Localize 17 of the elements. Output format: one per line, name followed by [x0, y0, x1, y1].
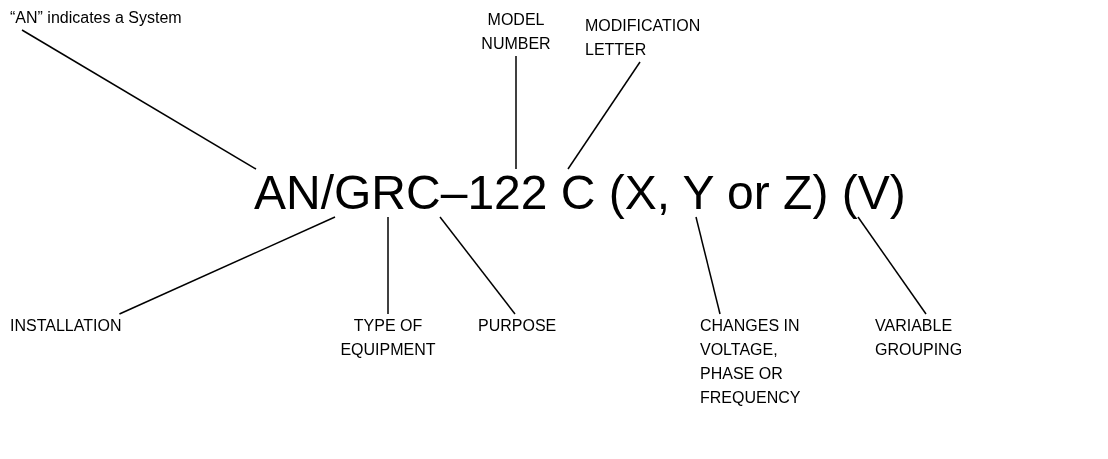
leader-line [515, 55, 517, 170]
leader-line [439, 216, 516, 315]
callout-label: CHANGES IN VOLTAGE, PHASE OR FREQUENCY [700, 314, 808, 410]
callout-label: TYPE OF EQUIPMENT [338, 314, 438, 362]
leader-line [387, 216, 389, 315]
designation-code: AN/GRC–122 C (X, Y or Z) (V) [254, 169, 906, 217]
callout-label: MODEL NUMBER [466, 8, 566, 56]
callout-label: “AN” indicates a System [10, 6, 182, 30]
callout-label: PURPOSE [478, 314, 558, 338]
leader-line [857, 216, 927, 315]
callout-label: MODIFICATION LETTER [585, 14, 715, 62]
callout-label: VARIABLE GROUPING [875, 314, 975, 362]
leader-line [695, 216, 721, 315]
leader-line [118, 216, 336, 315]
callout-label: INSTALLATION [10, 314, 122, 338]
leader-line [21, 29, 257, 170]
leader-line [567, 61, 641, 170]
